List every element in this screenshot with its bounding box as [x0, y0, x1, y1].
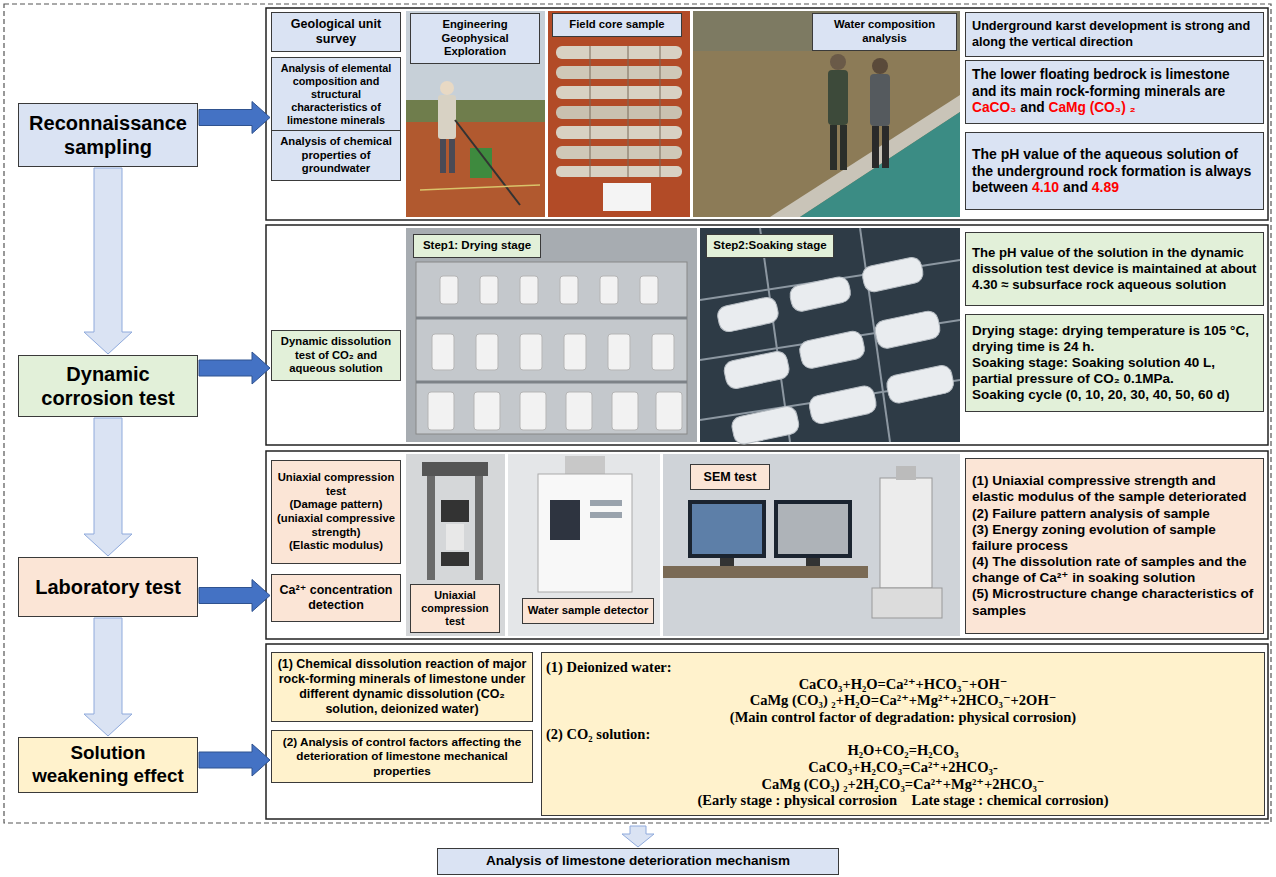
stage-box: Dynamic corrosion test — [18, 355, 198, 417]
node-text: H₂O+CO₂=H₂CO₃ — [546, 742, 1260, 759]
stage-box: Reconnaissance sampling — [18, 103, 198, 167]
node-text: Laboratory test — [23, 575, 193, 599]
node-text: Analysis of chemical properties of groun… — [276, 135, 396, 176]
panel — [266, 644, 1268, 819]
photo-label: Step1: Drying stage — [413, 234, 541, 258]
node-text: CaMg (CO₃) ₂+H₂O=Ca²⁺+Mg²⁺+2HCO₃⁻+2OH⁻ — [546, 692, 1260, 709]
highlight-text: 4.89 — [1092, 179, 1119, 195]
node-text: Ca²⁺ concentration detection — [276, 583, 396, 613]
node-text: CaCO₃+H₂O=Ca²⁺+HCO₃⁻+OH⁻ — [546, 676, 1260, 693]
dashed-frame — [4, 4, 1271, 823]
panel — [266, 8, 1268, 220]
equation-box: (1) Deionized water:CaCO₃+H₂O=Ca²⁺+HCO₃⁻… — [541, 652, 1265, 816]
node-text: (4) The dissolution rate of samples and … — [972, 554, 1257, 586]
node-text: Uniaxial compression test — [415, 589, 495, 628]
photo-label: Water sample detector — [522, 598, 654, 624]
finding-box: Drying stage: drying temperature is 105 … — [965, 314, 1264, 412]
task-box: Ca²⁺ concentration detection — [271, 574, 401, 622]
highlight-text: 4.10 — [1032, 179, 1059, 195]
node-text: Dynamic dissolution test of CO₂ and aque… — [276, 335, 396, 376]
node-text: and — [1063, 179, 1088, 195]
stage-box: Laboratory test — [18, 557, 198, 617]
flow-arrow — [84, 618, 132, 736]
flow-arrow — [199, 744, 270, 776]
node-text: (2) CO₂ solution: — [546, 726, 1260, 743]
node-text: Drying stage: drying temperature is 105 … — [972, 323, 1257, 355]
finding-box: The lower floating bedrock is limestone … — [965, 60, 1264, 124]
finding-box: Underground karst development is strong … — [965, 12, 1264, 57]
node-text: Engineering Geophysical Exploration — [415, 18, 535, 59]
node-text: CaCO₃+H₂CO₃=Ca²⁺+2HCO₃- — [546, 759, 1260, 776]
flow-arrow — [84, 418, 132, 556]
node-text: and — [1020, 100, 1044, 115]
task-box: (2) Analysis of control factors affectin… — [271, 730, 533, 783]
photo-geophysics — [406, 11, 545, 217]
node-text: (Elastic modulus) — [276, 539, 396, 553]
node-text: (uniaxial compressive strength) — [276, 512, 396, 539]
task-box: Uniaxial compression test(Damage pattern… — [271, 460, 401, 564]
highlight-text: CaMg (CO₃) ₂ — [1048, 100, 1135, 115]
photo-soaking-tank — [700, 228, 960, 446]
flow-arrow — [199, 580, 270, 612]
node-text: Geological unit survey — [276, 17, 396, 47]
panel — [266, 225, 1268, 445]
node-text: (Main control factor of degradation: phy… — [546, 709, 1260, 726]
task-box: Dynamic dissolution test of CO₂ and aque… — [271, 330, 401, 381]
task-box: (1) Chemical dissolution reaction of maj… — [271, 652, 533, 722]
node-text: Analysis of limestone deterioration mech… — [442, 853, 834, 869]
photo-water-detector — [508, 454, 660, 636]
task-box: Geological unit survey — [271, 12, 401, 52]
panel — [266, 451, 1268, 639]
node-text: Step1: Drying stage — [418, 239, 536, 253]
node-text: (3) Energy zoning evolution of sample fa… — [972, 522, 1257, 554]
node-text: SEM test — [695, 470, 765, 485]
node-text: Dynamic corrosion test — [23, 362, 193, 410]
photo-drying-oven — [406, 228, 697, 442]
node-text: (2) Analysis of control factors affectin… — [276, 735, 528, 777]
node-text: (5) Microstructure change characteristic… — [972, 586, 1257, 618]
node-text: Soaking stage: Soaking solution 40 L, pa… — [972, 355, 1257, 387]
result-list: (1) Uniaxial compressive strength and el… — [965, 458, 1264, 634]
node-text: (2) Failure pattern analysis of sample — [972, 506, 1257, 522]
flow-arrow — [199, 102, 270, 134]
node-text: (1) Chemical dissolution reaction of maj… — [276, 657, 528, 717]
node-text: Reconnaissance sampling — [23, 111, 193, 159]
photo-sem — [663, 454, 960, 636]
node-text: Underground karst development is strong … — [972, 19, 1257, 49]
node-text: Water composition analysis — [817, 18, 952, 45]
photo-water-sampling — [693, 11, 960, 217]
photo-compression-machine — [406, 454, 505, 636]
photo-label: Water composition analysis — [812, 13, 957, 51]
node-text: Water sample detector — [527, 604, 649, 618]
flow-arrow — [84, 168, 132, 354]
task-box: Analysis of elemental composition and st… — [271, 57, 401, 132]
node-text: (Damage pattern) — [276, 498, 396, 512]
flow-arrow — [199, 352, 270, 384]
photo-label: Uniaxial compression test — [410, 584, 500, 633]
node-text: Analysis of elemental composition and st… — [276, 62, 396, 127]
node-text: (1) Deionized water: — [546, 659, 1260, 676]
finding-box: The pH value of the aqueous solution of … — [965, 132, 1264, 210]
photo-label: SEM test — [690, 464, 770, 490]
stage-box: Solution weakening effect — [18, 737, 198, 793]
node-text: Solution weakening effect — [23, 742, 193, 787]
node-text: Field core sample — [557, 18, 677, 32]
node-text: The pH value of the solution in the dyna… — [972, 245, 1257, 292]
photo-core-sample — [548, 11, 690, 217]
photo-label: Engineering Geophysical Exploration — [410, 13, 540, 64]
node-text: The lower floating bedrock is limestone … — [972, 67, 1230, 98]
node-text: Step2:Soaking stage — [711, 239, 829, 253]
task-box: Analysis of chemical properties of groun… — [271, 130, 401, 181]
node-text: Uniaxial compression test — [276, 471, 396, 498]
node-text: Soaking cycle (0, 10, 20, 30, 40, 50, 60… — [972, 387, 1257, 403]
conclusion-box: Analysis of limestone deterioration mech… — [437, 848, 839, 875]
down-arrow — [622, 826, 654, 847]
node-text: (Early stage : physical corrosion Late s… — [546, 792, 1260, 809]
photo-label: Field core sample — [552, 13, 682, 37]
photo-label: Step2:Soaking stage — [706, 234, 834, 258]
highlight-text: CaCO₃ — [972, 100, 1016, 115]
node-text: (1) Uniaxial compressive strength and el… — [972, 473, 1257, 505]
finding-box: The pH value of the solution in the dyna… — [965, 232, 1264, 306]
node-text: CaMg (CO₃) ₂+2H₂CO₃=Ca²⁺+Mg²⁺+2HCO₃⁻ — [546, 776, 1260, 793]
